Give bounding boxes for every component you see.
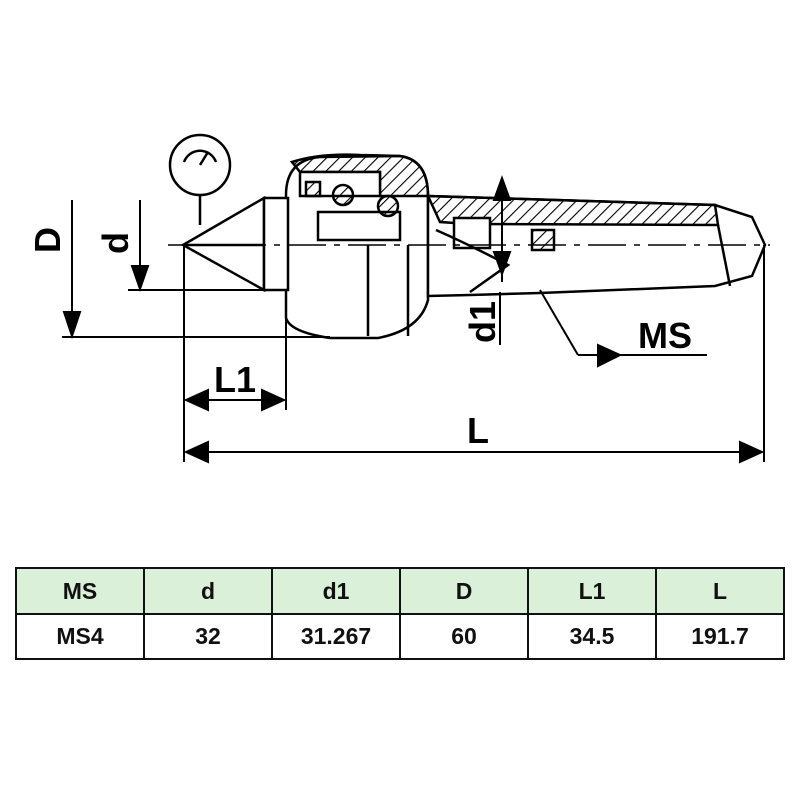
header-L: L — [655, 567, 785, 615]
header-d: d — [143, 567, 273, 615]
label-d: d — [95, 232, 136, 254]
live-center-drawing: D d d1 MS L1 L — [27, 133, 770, 464]
header-L1: L1 — [527, 567, 657, 615]
label-D: D — [27, 227, 68, 253]
dimension-lines — [62, 175, 765, 464]
header-D: D — [399, 567, 529, 615]
spec-table: MS d d1 D L1 L MS4 32 31.267 60 34.5 191… — [15, 567, 785, 660]
cell-L1: 34.5 — [527, 613, 657, 660]
cell-d1: 31.267 — [271, 613, 401, 660]
center-body — [284, 153, 430, 340]
label-L: L — [467, 410, 489, 451]
header-ms: MS — [15, 567, 145, 615]
cell-d: 32 — [143, 613, 273, 660]
point-cone — [180, 195, 290, 293]
spec-table-header-row: MS d d1 D L1 L — [15, 567, 785, 615]
cell-L: 191.7 — [655, 613, 785, 660]
cell-D: 60 — [399, 613, 529, 660]
label-d1: d1 — [462, 301, 503, 343]
gauge-icon — [168, 133, 232, 225]
header-d1: d1 — [271, 567, 401, 615]
morse-taper-shank — [426, 194, 767, 298]
label-L1: L1 — [214, 359, 256, 400]
cell-ms: MS4 — [15, 613, 145, 660]
label-MS: MS — [638, 315, 692, 356]
table-row: MS4 32 31.267 60 34.5 191.7 — [15, 613, 785, 660]
